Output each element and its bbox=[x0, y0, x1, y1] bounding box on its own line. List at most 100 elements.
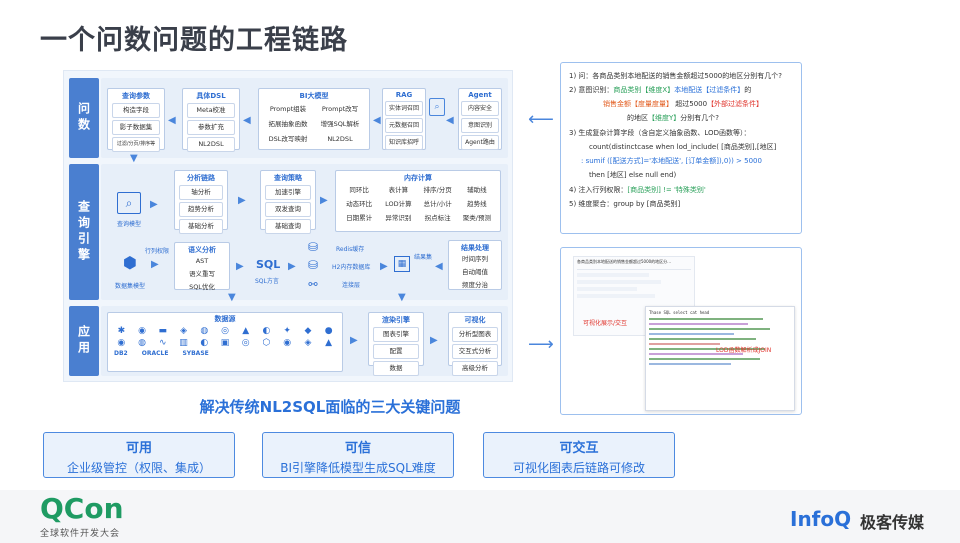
arrow-right-icon: ▶ bbox=[236, 261, 244, 272]
steps-panel: 1) 问：各商品类别本地配送的销售金额超过5000的地区分别有几个? 2) 意图… bbox=[560, 62, 802, 234]
step-2-line-3: 的地区【维度Y】分别有几个? bbox=[569, 113, 793, 124]
semantic-title: 语义分析 bbox=[188, 246, 216, 254]
key-card-available: 可用 企业级管控（权限、集成） bbox=[43, 432, 235, 478]
agent-box: Agent 内容安全 意图识别 Agent路由 bbox=[458, 88, 502, 150]
step-2-measure: 销售金额【度量度量】 bbox=[603, 100, 673, 108]
lane-engine: 查询引擎 bbox=[69, 164, 99, 300]
db-logo-icon: ◎ bbox=[241, 338, 250, 348]
arrow-left-large-icon: ⟵ bbox=[528, 109, 554, 130]
viz-interaction-label: 可视化展示/交互 bbox=[583, 320, 628, 327]
memcalc-item: 排序/分页 bbox=[423, 186, 452, 194]
step-4-filter-tag: [商品类别] != '特殊类别' bbox=[627, 186, 706, 194]
step-5: 5) 维度聚合：group by [商品类别] bbox=[569, 200, 681, 208]
step-2-prefix: 2) 意图识别： bbox=[569, 86, 614, 94]
strategy-item: 基础查询 bbox=[265, 219, 311, 234]
key-card-desc: 可视化图表后链路可修改 bbox=[512, 461, 645, 475]
step-1: 1) 问：各商品类别本地配送的销售金额超过5000的地区分别有几个? bbox=[569, 71, 793, 82]
dataset-cube-icon: ⬢ bbox=[123, 252, 137, 272]
db-logo-icon: ◉ bbox=[138, 326, 147, 336]
query-model-icon: ⌕ bbox=[117, 192, 141, 214]
dsl-box: 具体DSL Meta校准 参数扩充 NL2DSL bbox=[182, 88, 240, 152]
db-logo-icon: ◎ bbox=[221, 326, 229, 336]
step-3-code-1: count(distinctcase when lod_include( [商品… bbox=[589, 143, 777, 151]
memcalc-item: 同环比 bbox=[349, 186, 369, 194]
db-logo-sybase: SYBASE bbox=[182, 350, 209, 357]
agent-item: Agent路由 bbox=[461, 135, 499, 150]
agent-title: Agent bbox=[468, 91, 492, 99]
key-card-trusted: 可信 BI引擎降低模型生成SQL难度 bbox=[262, 432, 454, 478]
step-2: 2) 意图识别：商品类别【维度X】本地配送【过滤条件】的 bbox=[569, 85, 793, 96]
bi-llm-item: Prompt改写 bbox=[321, 105, 359, 113]
step-2-dimension-x: 商品类别【维度X】 bbox=[613, 86, 675, 94]
db-logo-icon: ◉ bbox=[283, 338, 292, 348]
sql-dialect-label: SQL方言 bbox=[255, 278, 279, 285]
step-2-line-2: 销售金额【度量度量】 超过5000【外部过滤条件】 bbox=[569, 99, 793, 110]
section-subtitle: 解决传统NL2SQL面临的三大关键问题 bbox=[199, 398, 461, 416]
arrow-left-icon: ◀ bbox=[243, 115, 251, 126]
render-engine-box: 渲染引擎 图表引擎 配置 数据 bbox=[368, 312, 424, 376]
page-title: 一个问数问题的工程链路 bbox=[40, 25, 348, 56]
bi-llm-item: Prompt组装 bbox=[269, 105, 307, 113]
db-logo-icon: ◈ bbox=[180, 326, 187, 336]
db-logo-icon: ▲ bbox=[325, 338, 333, 348]
query-param-item: 构造字段 bbox=[112, 103, 160, 118]
step-4: 4) 注入行列权限：[商品类别] != '特殊类别' bbox=[569, 185, 793, 196]
render-engine-item: 图表引擎 bbox=[373, 327, 419, 342]
bi-llm-item: 增强SQL解析 bbox=[320, 120, 360, 128]
result-processing-item: 自动阈值 bbox=[462, 268, 488, 276]
arrow-right-large-icon: ⟶ bbox=[528, 334, 554, 355]
connection-link-icon: ⚯ bbox=[308, 277, 318, 291]
step-3: 3) 生成复杂计算字段（含自定义抽象函数、LOD函数等）： bbox=[569, 129, 751, 137]
code-head: Thase SQL select cat head bbox=[649, 310, 710, 315]
db-logo-icon: ◍ bbox=[138, 338, 147, 348]
arrow-left-icon: ◀ bbox=[373, 115, 381, 126]
preview-title: 各商品类别本地配送的销售金额超过5000的地区分... bbox=[577, 259, 671, 264]
result-grid-icon: ▦ bbox=[394, 256, 410, 272]
h2-database-icon: ⛁ bbox=[307, 258, 319, 272]
datasource-title: 数据源 bbox=[214, 315, 236, 323]
db-logo-db2: DB2 bbox=[114, 350, 128, 357]
result-processing-title: 结果处理 bbox=[461, 244, 489, 252]
db-logo-icon: ◐ bbox=[262, 326, 271, 336]
analysis-item: 趋势分析 bbox=[179, 202, 223, 217]
strategy-item: 加速引擎 bbox=[265, 185, 311, 200]
db-logo-icon: ⬡ bbox=[262, 338, 271, 348]
step-2-filter: 本地配送【过滤条件】 bbox=[674, 86, 745, 94]
query-params-box: 查询参数 构造字段 影子数据集 过滤/分页/排序等 bbox=[107, 88, 165, 152]
dsl-item: NL2DSL bbox=[187, 137, 235, 152]
query-model-label: 查询模型 bbox=[117, 221, 142, 228]
db-logo-icon: ▲ bbox=[242, 326, 250, 336]
render-engine-item: 配置 bbox=[373, 344, 419, 359]
analysis-title: 分析链路 bbox=[187, 174, 215, 182]
db-logo-icon: ◉ bbox=[117, 338, 126, 348]
step-2-de: 的 bbox=[744, 86, 752, 94]
memcalc-item: 趋势线 bbox=[467, 200, 487, 208]
agent-item: 内容安全 bbox=[461, 101, 499, 116]
arrow-right-icon: ▶ bbox=[150, 199, 158, 210]
key-card-desc: BI引擎降低模型生成SQL难度 bbox=[280, 461, 436, 475]
arrow-left-icon: ◀ bbox=[435, 261, 443, 272]
arrow-right-icon: ▶ bbox=[380, 261, 388, 272]
arrow-right-icon: ▶ bbox=[288, 261, 296, 272]
arrow-right-icon: ▶ bbox=[151, 259, 159, 270]
arrow-right-icon: ▶ bbox=[320, 195, 328, 206]
db-logo-icon: ◍ bbox=[200, 326, 209, 336]
db-logo-icon: ● bbox=[324, 326, 333, 336]
rag-box: RAG 实体词召回 元数据召回 知识库招呼 bbox=[382, 88, 426, 150]
arrow-right-icon: ▶ bbox=[430, 335, 438, 346]
memcalc-item: 聚类/预测 bbox=[462, 214, 491, 222]
strategy-title: 查询策略 bbox=[274, 174, 302, 182]
step-3-code-2: : sumif ([配送方式]='本地配送', [订单金额]),0)) > 50… bbox=[581, 157, 762, 165]
db-logo-icon: ✱ bbox=[117, 326, 126, 336]
db-logo-icon: ▣ bbox=[220, 338, 230, 348]
memcalc-box: 内存计算 同环比 表计算 排序/分页 辅助线 动态环比 LOD计算 总计/小计 … bbox=[335, 170, 501, 232]
footer-bar bbox=[0, 490, 960, 543]
lane-ask: 问数 bbox=[69, 78, 99, 158]
key-card-title: 可交互 bbox=[559, 441, 599, 456]
qcon-logo: QCon bbox=[40, 492, 124, 525]
db-logo-icon: ▥ bbox=[179, 338, 188, 348]
bi-llm-item: 拓展抽象函数 bbox=[268, 120, 308, 128]
query-param-item: 过滤/分页/排序等 bbox=[112, 137, 160, 152]
memcalc-item: 异常识别 bbox=[385, 214, 412, 222]
visualization-item: 高级分析 bbox=[452, 361, 498, 376]
